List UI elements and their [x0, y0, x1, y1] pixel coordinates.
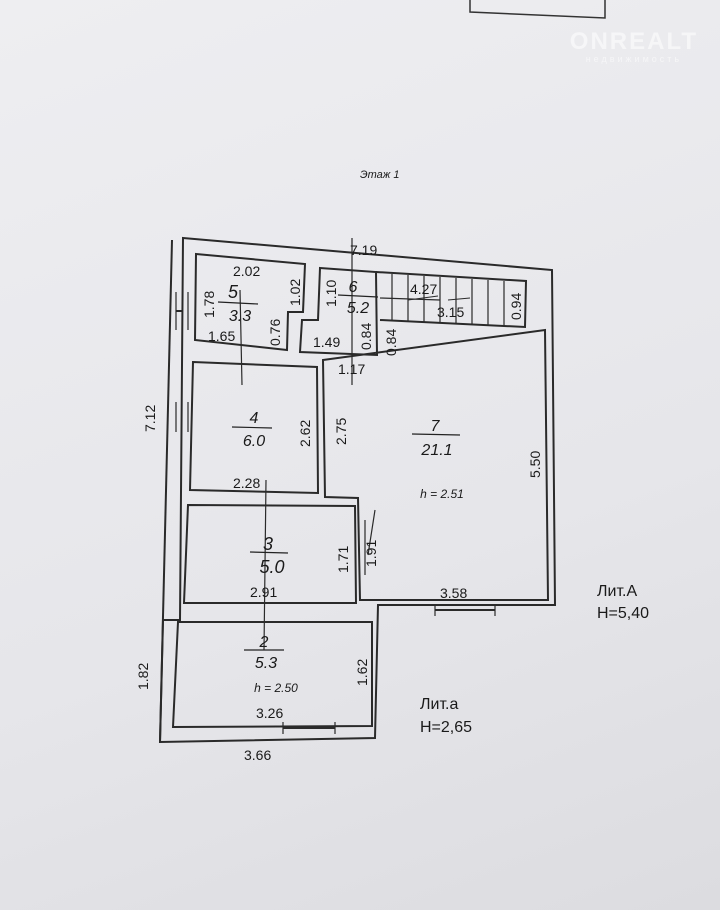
dim-r4-bottom: 2.28	[233, 475, 260, 491]
watermark-logo: ONREALT недвижимость	[570, 28, 698, 64]
room-2-area: 5.3	[255, 655, 277, 672]
dimension-labels: 7.19 7.12 5.50 2.02 1.78 1.02 0.76 1.65 …	[135, 242, 543, 763]
room-5-area: 3.3	[229, 308, 251, 325]
room-labels: 5 3.3 6 5.2 4 6.0 7 21.1 h = 2.51 3 5.0 …	[217, 279, 464, 695]
liter-labels: Лит.А H=5,40 Лит.а H=2,65	[420, 583, 649, 736]
previous-plan-edge	[469, 0, 606, 19]
room-7-area: 21.1	[420, 442, 452, 459]
room-2-height: h = 2.50	[254, 681, 298, 695]
liter-a-small-name: Лит.а	[420, 696, 458, 713]
liter-a-name: Лит.А	[597, 583, 637, 600]
dim-left-total: 7.12	[142, 405, 158, 432]
dim-r6-bottom: 1.49	[313, 334, 340, 350]
dim-stair-2: 3.15	[437, 304, 464, 320]
room-7-number: 7	[431, 418, 441, 435]
room-2-number: 2	[259, 634, 269, 651]
walls	[158, 236, 557, 744]
dim-r5-inner: 0.76	[267, 319, 283, 346]
room-6-number: 6	[349, 279, 358, 296]
watermark-brand: ONREALT	[569, 28, 698, 55]
room-6-area: 5.2	[347, 300, 369, 317]
room-5-number: 5	[228, 282, 239, 302]
dim-r4-right: 2.62	[297, 420, 313, 447]
dim-r7-bottom: 3.58	[440, 585, 467, 601]
dim-r6-bottom2: 1.17	[338, 361, 365, 377]
dim-r5-left: 1.78	[201, 291, 217, 318]
floor-title: Этаж 1	[360, 169, 400, 181]
dim-stair-right: 0.94	[508, 293, 524, 320]
dim-stair-left: 0.84	[383, 329, 399, 356]
liter-a-height: H=5,40	[597, 605, 649, 622]
room-4-area: 6.0	[243, 433, 265, 450]
watermark-tagline: недвижимость	[585, 54, 683, 64]
room-3-number: 3	[263, 534, 273, 554]
dim-r5-bottom: 1.65	[208, 328, 235, 344]
dim-r3-right2: 1.91	[363, 540, 379, 567]
dim-top-total: 7.19	[350, 242, 377, 258]
dim-r2-total: 3.66	[244, 747, 271, 763]
dim-r5-right: 1.02	[287, 279, 303, 306]
room-3-area: 5.0	[259, 557, 284, 577]
dim-r5-top: 2.02	[233, 263, 260, 279]
dim-r7-left: 2.75	[333, 418, 349, 445]
dim-r3-right: 1.71	[335, 546, 351, 573]
dim-r6-left: 1.10	[323, 280, 339, 307]
dim-r2-left: 1.82	[135, 663, 151, 690]
floor-title-text: Этаж 1	[360, 169, 400, 181]
dim-r2-right: 1.62	[354, 659, 370, 686]
room-7-height: h = 2.51	[420, 487, 464, 501]
dim-r3-bottom: 2.91	[250, 584, 277, 600]
dim-r2-bottom: 3.26	[256, 705, 283, 721]
dim-stair-1: 4.27	[410, 281, 437, 297]
dim-right-7: 5.50	[527, 451, 543, 478]
dim-r6-right: 0.84	[358, 323, 374, 350]
liter-a-small-height: H=2,65	[420, 719, 472, 736]
room-4-number: 4	[250, 410, 259, 427]
